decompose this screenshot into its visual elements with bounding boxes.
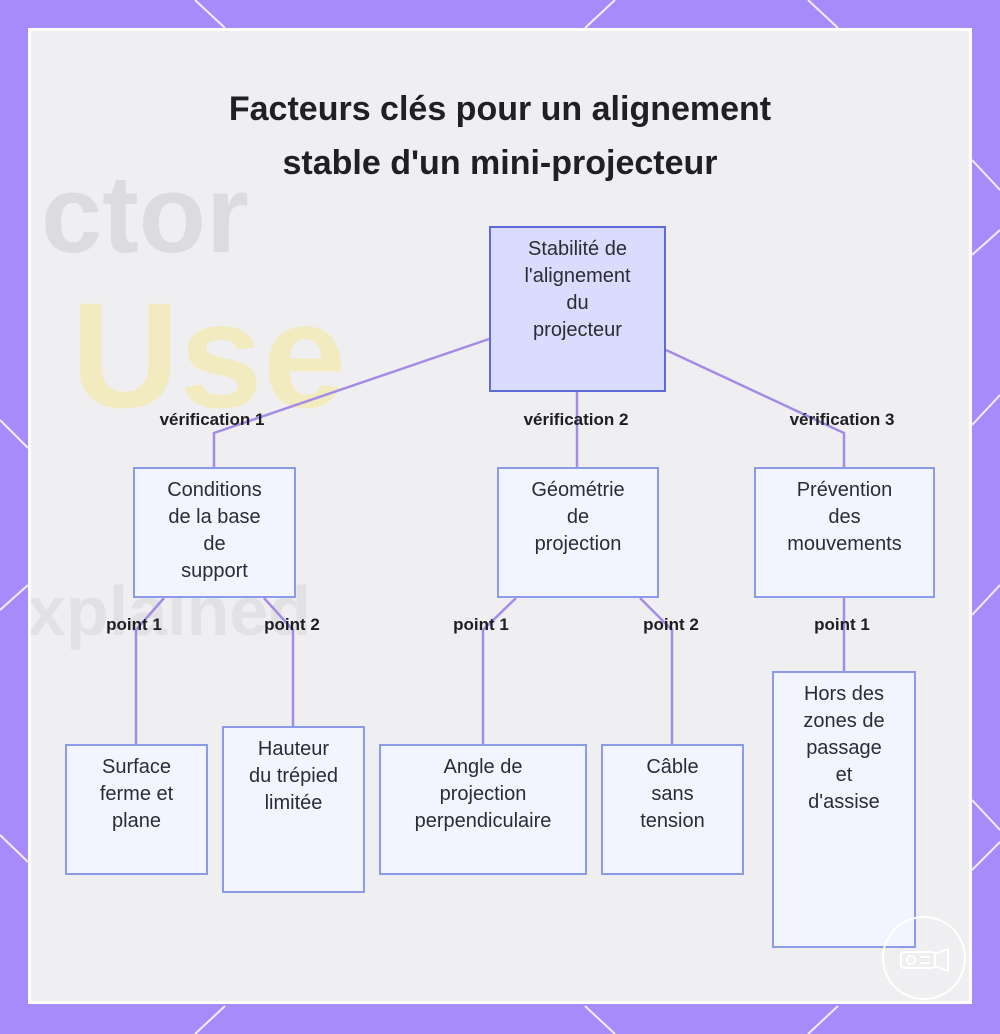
projector-icon bbox=[900, 947, 949, 973]
node-conditions: Conditions de la base de support bbox=[133, 467, 296, 598]
node-angle: Angle de projection perpendiculaire bbox=[379, 744, 587, 875]
edge-label-point: point 1 bbox=[453, 615, 509, 634]
edge-conditions-hauteur bbox=[263, 597, 295, 726]
diagram-title: Facteurs clés pour un alignement stable … bbox=[0, 82, 1000, 191]
edge-label-point: point 1 bbox=[106, 615, 162, 634]
edge-geometrie-cable bbox=[639, 597, 674, 744]
edge-label-point: point 2 bbox=[643, 615, 699, 634]
edge-root-prevention bbox=[665, 348, 846, 467]
node-hauteur: Hauteur du trépied limitée bbox=[222, 726, 365, 893]
node-root: Stabilité de l'alignement du projecteur bbox=[489, 226, 666, 392]
edge-label-verification-2: vérification 2 bbox=[523, 410, 629, 429]
edge-label-point: point 1 bbox=[814, 615, 870, 634]
node-geometrie: Géométrie de projection bbox=[497, 467, 659, 598]
title-line-2: stable d'un mini-projecteur bbox=[282, 144, 718, 183]
title-line-1: Facteurs clés pour un alignement bbox=[228, 90, 772, 128]
node-cable: Câble sans tension bbox=[601, 744, 744, 875]
node-hors: Hors des zones de passage et d'assise bbox=[772, 671, 916, 948]
logo-badge bbox=[882, 916, 966, 1000]
edge-label-point: point 2 bbox=[264, 615, 320, 634]
edge-label-verification-1: vérification 1 bbox=[159, 410, 265, 429]
edge-conditions-surface bbox=[134, 597, 165, 744]
node-surface: Surface ferme et plane bbox=[65, 744, 208, 875]
background-word: Use bbox=[71, 271, 347, 439]
node-prevention: Prévention des mouvements bbox=[754, 467, 935, 598]
edge-geometrie-angle bbox=[481, 597, 517, 744]
edge-root-conditions bbox=[212, 337, 490, 467]
edge-label-verification-3: vérification 3 bbox=[789, 410, 895, 429]
background-word: ctor bbox=[41, 153, 249, 276]
